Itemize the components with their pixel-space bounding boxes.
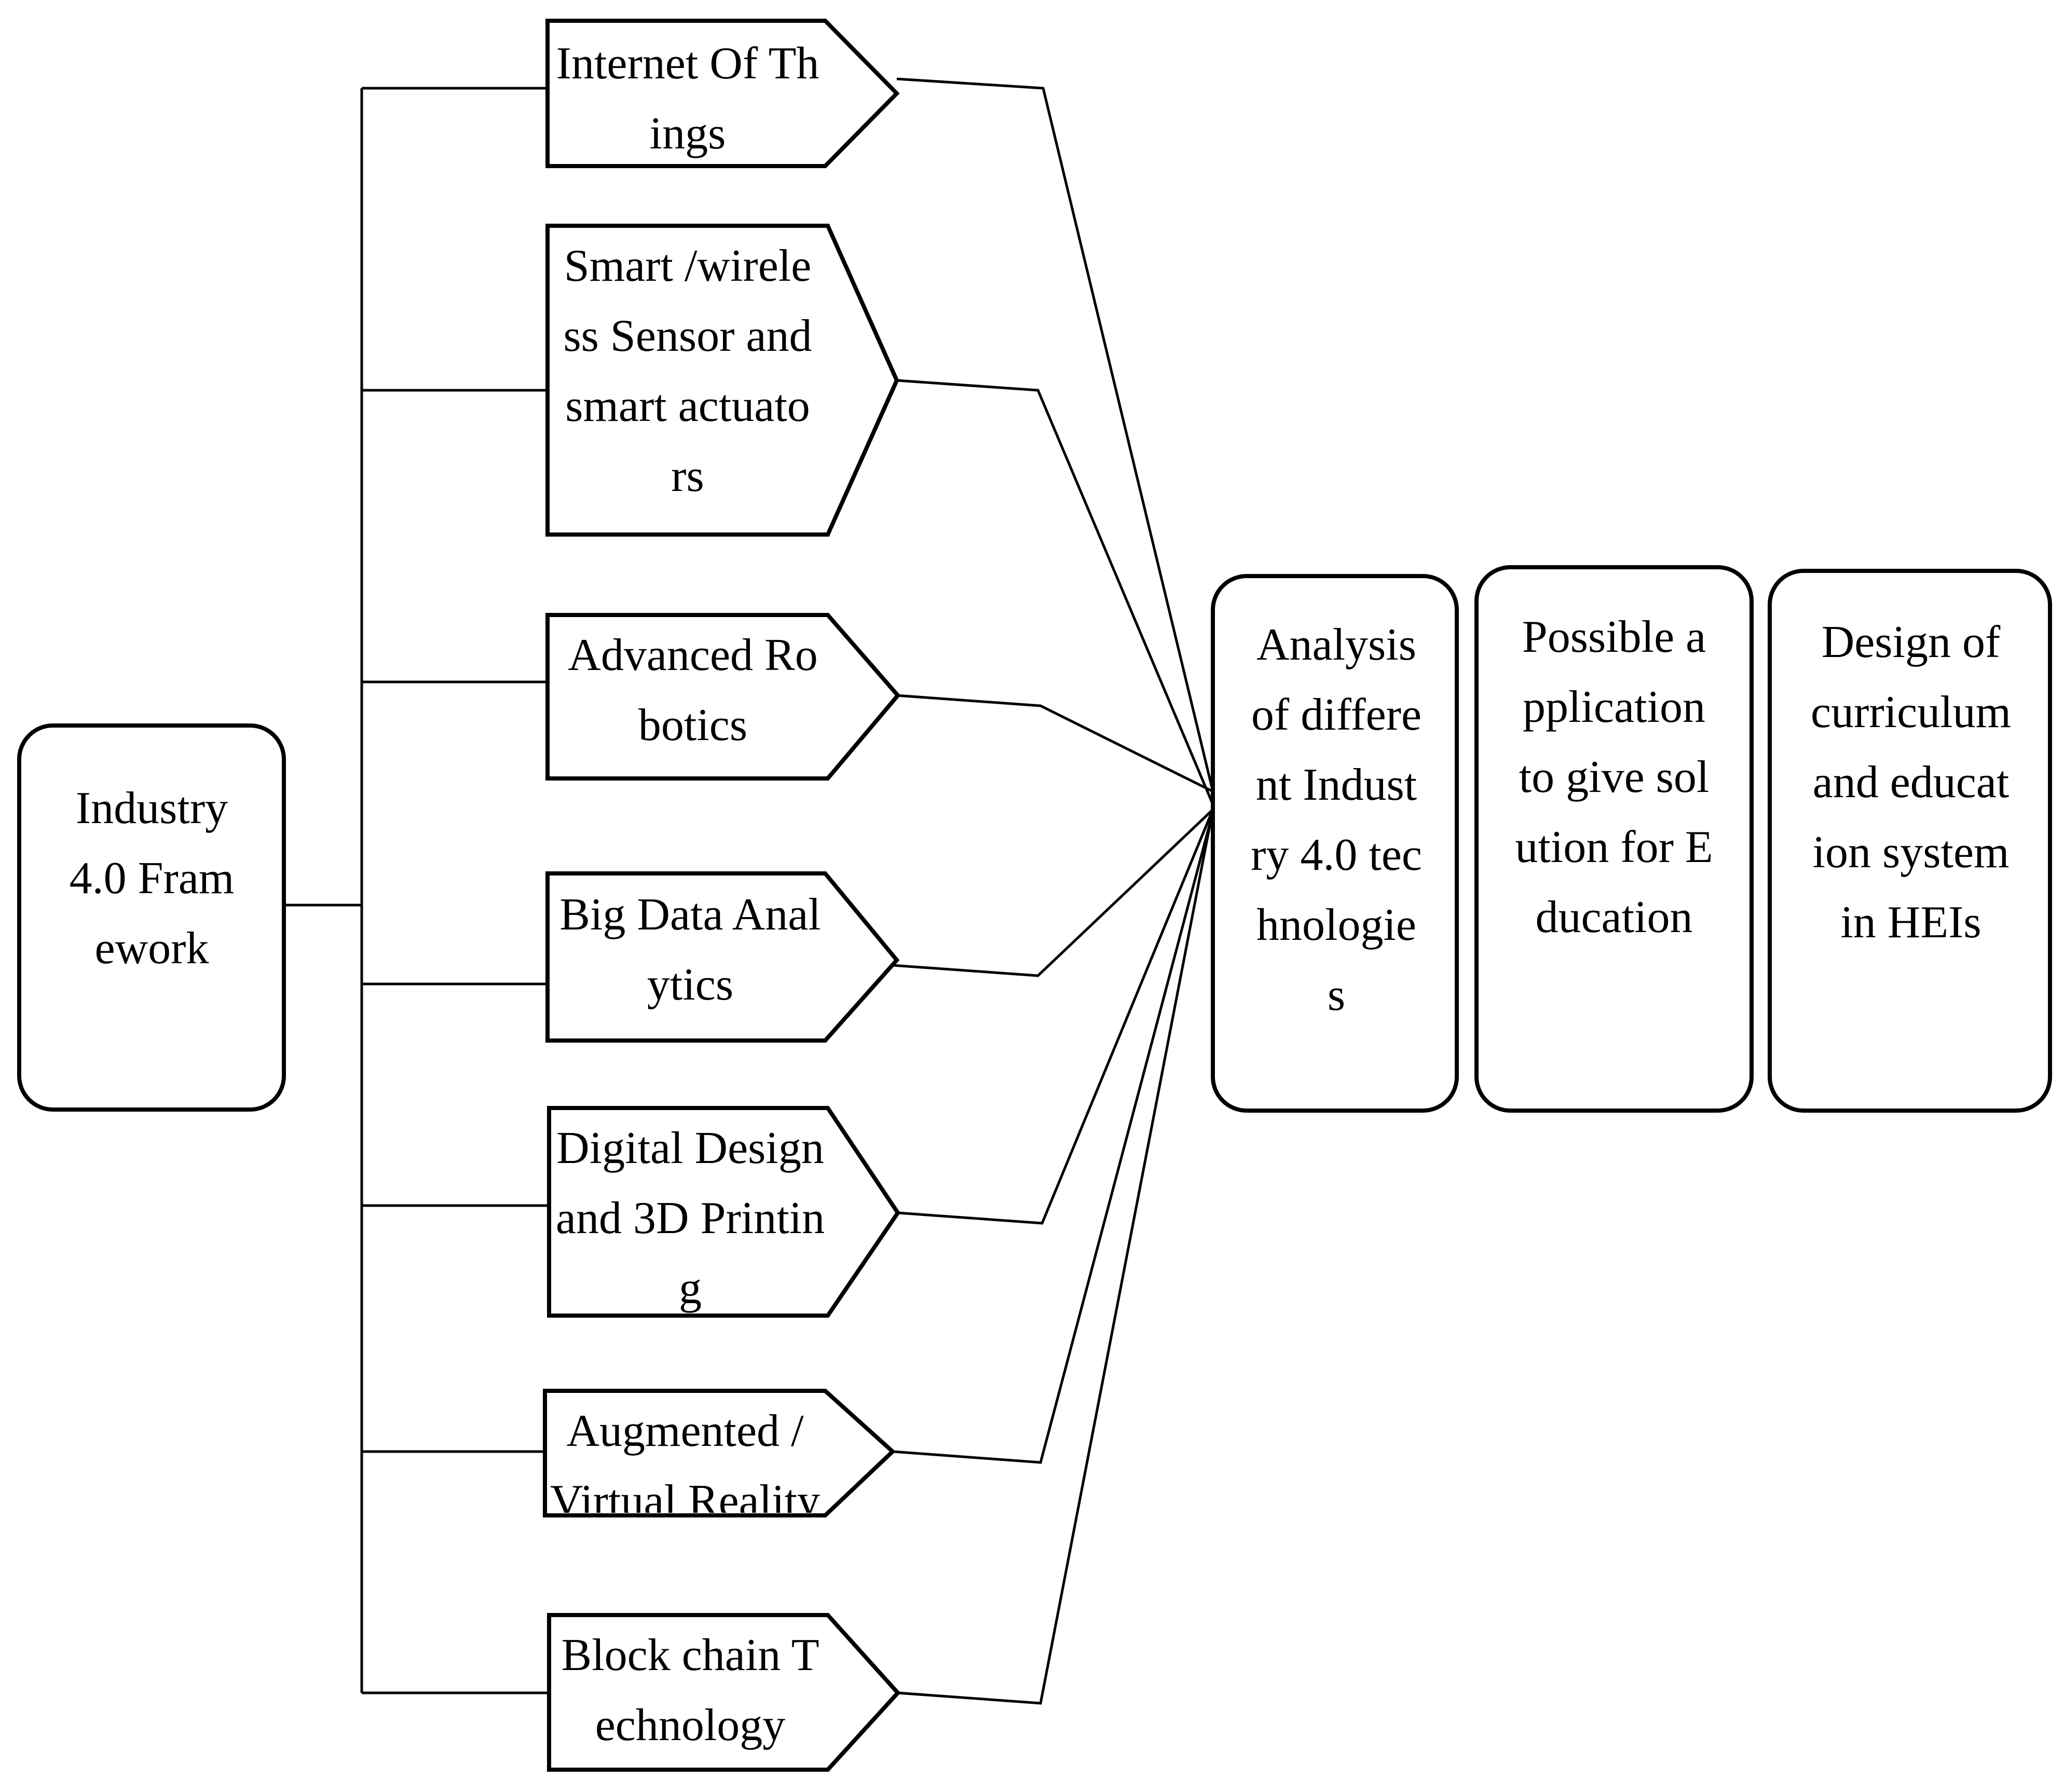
tech-label-sensors: Smart /wireless Sensor and smart actuato… — [563, 241, 812, 501]
stage-node-box — [1211, 574, 1459, 1113]
converge-line — [892, 812, 1214, 1464]
tech-node-shape — [547, 1106, 900, 1318]
tech-node-shape — [543, 1389, 896, 1517]
converge-line — [897, 809, 1214, 1225]
converge-line — [896, 77, 1214, 792]
tech-label-iot: Internet Of Things — [556, 38, 819, 159]
stage-label-curriculum: Design of curriculum and education syste… — [1810, 617, 2012, 948]
tech-label-big-data: Big Data Analytics — [559, 890, 821, 1010]
tech-label-ar-vr: Augmented / Virtual Reality — [550, 1406, 821, 1513]
root-node-label: Industry 4.0 Framework — [69, 783, 235, 974]
tech-label-blockchain: Block chain Technology — [561, 1630, 819, 1750]
converge-line — [892, 809, 1214, 977]
stage-label-analysis: Analysis of different Industry 4.0 techn… — [1251, 620, 1422, 1020]
tech-node-shape — [545, 871, 900, 1043]
tech-node-shape — [545, 19, 900, 168]
tech-label-robotics: Advanced Robotics — [568, 630, 818, 750]
converge-line — [897, 809, 1214, 1705]
stage-node-box — [1768, 569, 2052, 1113]
stage-node-box — [1474, 565, 1754, 1113]
converge-line — [896, 694, 1214, 793]
tech-label-digital-design: Digital Design and 3D Printing — [555, 1123, 825, 1313]
tech-node-shape — [545, 613, 901, 781]
tech-node-shape — [545, 224, 899, 537]
tech-node-shape — [547, 1613, 901, 1772]
converge-line — [896, 379, 1214, 805]
root-node-box — [17, 723, 286, 1112]
stage-label-application: Possible application to give solution fo… — [1515, 612, 1713, 942]
